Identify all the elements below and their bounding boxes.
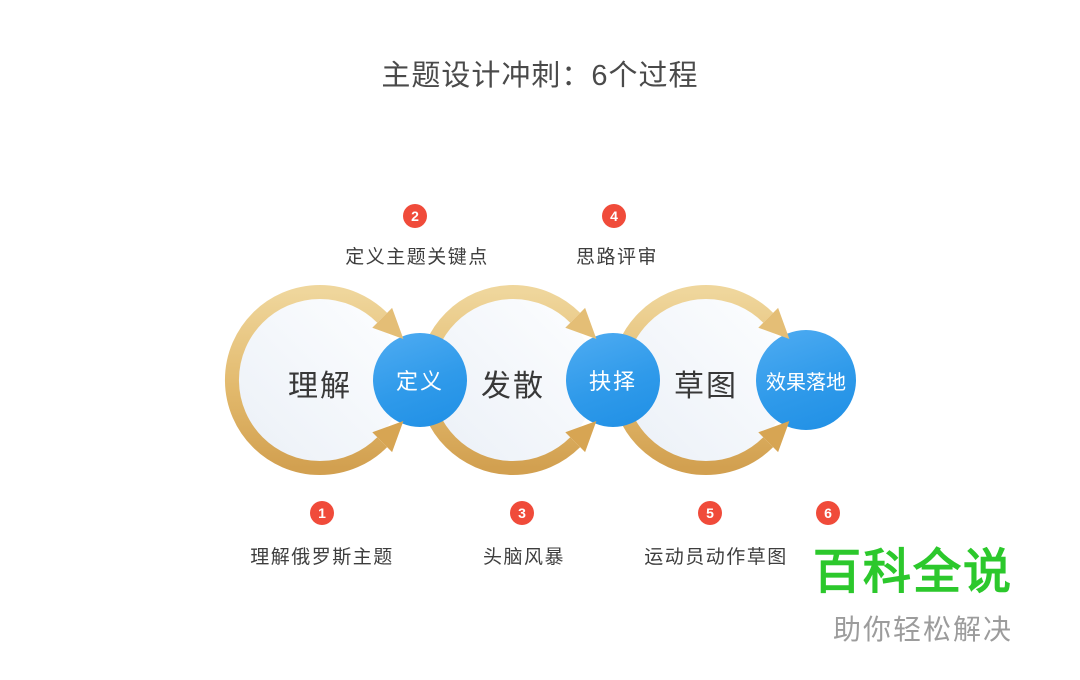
step-label-4: 思路评审 bbox=[575, 247, 658, 268]
step-number: 4 bbox=[610, 208, 618, 224]
step-number: 1 bbox=[318, 505, 326, 521]
step-number: 6 bbox=[824, 505, 832, 521]
step-number: 5 bbox=[706, 505, 714, 521]
step-number: 2 bbox=[411, 208, 419, 224]
connector-label: 定义 bbox=[395, 369, 444, 394]
connector-label: 抉择 bbox=[588, 369, 637, 394]
step-badge-1: 1 bbox=[310, 501, 334, 525]
arrowhead-icon bbox=[565, 307, 597, 339]
step-label-2: 定义主题关键点 bbox=[345, 247, 489, 268]
stage-label-understand: 理解 bbox=[288, 370, 352, 403]
step-badge-6: 6 bbox=[816, 501, 840, 525]
arrowhead-icon bbox=[565, 421, 597, 453]
arrowhead-icon bbox=[372, 307, 404, 339]
stage-label-sketch: 草图 bbox=[674, 370, 738, 403]
step-label-1: 理解俄罗斯主题 bbox=[250, 547, 394, 568]
step-badge-3: 3 bbox=[510, 501, 534, 525]
step-label-3: 头脑风暴 bbox=[482, 547, 565, 568]
step-label-5: 运动员动作草图 bbox=[644, 547, 788, 568]
step-number: 3 bbox=[518, 505, 526, 521]
arrowhead-icon bbox=[372, 421, 404, 453]
step-badge-5: 5 bbox=[698, 501, 722, 525]
watermark: 百科全说 助你轻松解决 bbox=[812, 546, 1013, 648]
page-title: 主题设计冲刺：6个过程 bbox=[381, 60, 699, 92]
stage-label-diverge: 发散 bbox=[481, 370, 545, 403]
watermark-brand: 百科全说 bbox=[812, 546, 1013, 599]
watermark-slogan: 助你轻松解决 bbox=[832, 614, 1013, 646]
connector-label: 效果落地 bbox=[766, 371, 846, 394]
step-badge-4: 4 bbox=[602, 204, 626, 228]
step-badge-2: 2 bbox=[403, 204, 427, 228]
